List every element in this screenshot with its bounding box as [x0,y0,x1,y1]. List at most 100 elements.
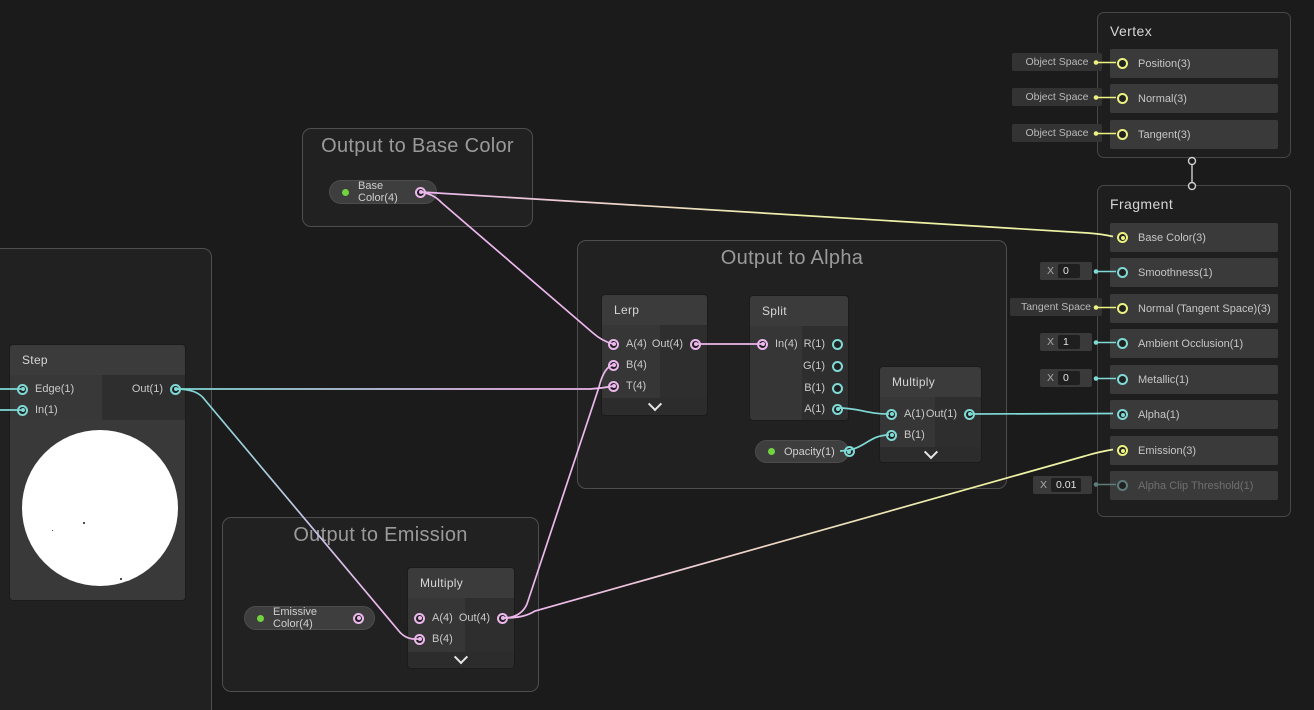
space-badge-normal[interactable]: Object Space [1012,88,1102,106]
node-multiply-alpha-collapse[interactable] [880,444,981,462]
node-title: Multiply [420,576,464,590]
port-fragment-base-color[interactable] [1117,232,1128,243]
node-split[interactable]: Split In(4) R(1) G(1) B(1) A(1) [750,296,848,420]
fragment-stack[interactable]: Fragment Base Color(3) Smoothness(1) Nor… [1097,185,1291,517]
stack-row-base-color[interactable]: Base Color(3) [1110,223,1278,252]
port-step-out[interactable] [170,383,181,395]
stack-row-label: Alpha(1) [1138,408,1180,421]
port-fragment-smoothness[interactable] [1117,267,1128,278]
port-multiply-emission-a[interactable] [414,612,425,624]
port-property-opacity[interactable] [843,446,855,457]
space-badge-normal-fragment[interactable]: Tangent Space [1010,298,1102,316]
port-split-a[interactable] [832,403,843,415]
badge-label: Object Space [1025,56,1089,68]
node-lerp[interactable]: Lerp A(4) B(4) T(4) Out(4) [602,295,707,415]
node-multiply-alpha[interactable]: Multiply A(1) B(1) Out(1) [880,367,981,462]
port-step-in[interactable] [17,404,28,416]
port-property-base-color[interactable] [415,186,426,198]
group-output-base-color[interactable]: Output to Base Color [302,128,533,227]
property-opacity[interactable]: Opacity(1) [755,440,855,463]
port-property-emissive-color[interactable] [353,612,364,624]
stack-row-alpha-clip-threshold[interactable]: Alpha Clip Threshold(1) [1110,471,1278,500]
port-vertex-tangent[interactable] [1117,129,1128,140]
stack-row-label: Metallic(1) [1138,373,1189,386]
port-multiply-alpha-out[interactable] [964,408,975,420]
port-label: In(4) [775,338,798,350]
port-lerp-a[interactable] [608,338,619,350]
stack-row-label: Emission(3) [1138,444,1197,457]
port-fragment-alpha-clip-threshold[interactable] [1117,480,1128,491]
port-label: Out(1) [925,408,957,420]
port-vertex-position[interactable] [1117,58,1128,69]
stack-row-emission[interactable]: Emission(3) [1110,436,1278,465]
node-title: Multiply [892,375,936,389]
property-label: Opacity(1) [784,445,835,458]
stack-row-label: Base Color(3) [1138,231,1206,244]
port-lerp-t[interactable] [608,380,619,392]
stack-row-alpha[interactable]: Alpha(1) [1110,400,1278,429]
port-lerp-out[interactable] [690,338,701,350]
port-lerp-b[interactable] [608,359,619,371]
port-label: B(1) [804,382,825,394]
stack-row-tangent[interactable]: Tangent(3) [1110,120,1278,149]
port-split-g[interactable] [832,360,843,372]
stack-row-label: Alpha Clip Threshold(1) [1138,479,1254,492]
port-multiply-emission-out[interactable] [497,612,508,624]
node-step[interactable]: Step Edge(1) In(1) Out(1) [10,345,185,600]
node-multiply-emission-header[interactable]: Multiply [408,568,514,598]
stack-row-metallic[interactable]: Metallic(1) [1110,365,1278,394]
port-fragment-normal[interactable] [1117,303,1128,314]
value[interactable]: 0.01 [1051,478,1082,492]
node-step-header[interactable]: Step [10,345,185,375]
node-multiply-alpha-header[interactable]: Multiply [880,367,981,397]
value[interactable]: 0 [1058,264,1081,278]
stack-row-normal-tangent[interactable]: Normal (Tangent Space)(3) [1110,294,1278,323]
node-multiply-emission-collapse[interactable] [408,650,514,668]
property-emissive-color[interactable]: Emissive Color(4) [244,606,375,630]
ambient-occlusion-value-field[interactable]: X 1 [1040,333,1092,351]
node-lerp-header[interactable]: Lerp [602,295,707,325]
port-label: B(1) [904,429,925,441]
port-multiply-alpha-a[interactable] [886,408,897,420]
metallic-value-field[interactable]: X 0 [1040,369,1092,387]
node-split-header[interactable]: Split [750,296,848,326]
stack-row-label: Normal(3) [1138,92,1187,105]
port-multiply-alpha-b[interactable] [886,429,897,441]
stack-row-ambient-occlusion[interactable]: Ambient Occlusion(1) [1110,329,1278,358]
port-label: A(1) [804,403,825,415]
alpha-clip-value-field[interactable]: X 0.01 [1033,476,1092,494]
edge-step-to-lerp-t[interactable] [176,385,614,390]
property-label: Base Color(4) [358,180,398,204]
chevron-down-icon [453,650,469,665]
port-label: A(4) [432,612,453,624]
x-axis-label: X [1047,265,1055,277]
vertex-stack-title: Vertex [1110,23,1153,39]
property-base-color[interactable]: Base Color(4) [329,180,437,204]
port-vertex-normal[interactable] [1117,93,1128,104]
port-step-edge[interactable] [17,383,28,395]
port-fragment-alpha[interactable] [1117,409,1128,420]
vertex-stack[interactable]: Vertex Position(3) Normal(3) Tangent(3) [1097,12,1291,158]
port-fragment-ambient-occlusion[interactable] [1117,338,1128,349]
node-lerp-collapse[interactable] [602,396,707,415]
stack-connector-top[interactable] [1187,156,1197,166]
port-split-b[interactable] [832,382,843,394]
stack-row-position[interactable]: Position(3) [1110,49,1278,78]
port-multiply-emission-b[interactable] [414,633,425,645]
space-badge-tangent[interactable]: Object Space [1012,124,1102,142]
space-badge-position[interactable]: Object Space [1012,53,1102,71]
smoothness-value-field[interactable]: X 0 [1040,262,1092,280]
stack-row-smoothness[interactable]: Smoothness(1) [1110,258,1278,287]
chevron-down-icon [923,444,938,459]
port-split-r[interactable] [832,338,843,350]
stack-row-label: Tangent(3) [1138,128,1191,141]
stack-row-normal[interactable]: Normal(3) [1110,84,1278,113]
port-fragment-metallic[interactable] [1117,374,1128,385]
value[interactable]: 1 [1058,335,1081,349]
port-split-in[interactable] [757,338,768,350]
node-title: Split [762,304,787,318]
node-multiply-emission[interactable]: Multiply A(4) B(4) Out(4) [408,568,514,668]
value[interactable]: 0 [1058,371,1081,385]
port-fragment-emission[interactable] [1117,445,1128,456]
